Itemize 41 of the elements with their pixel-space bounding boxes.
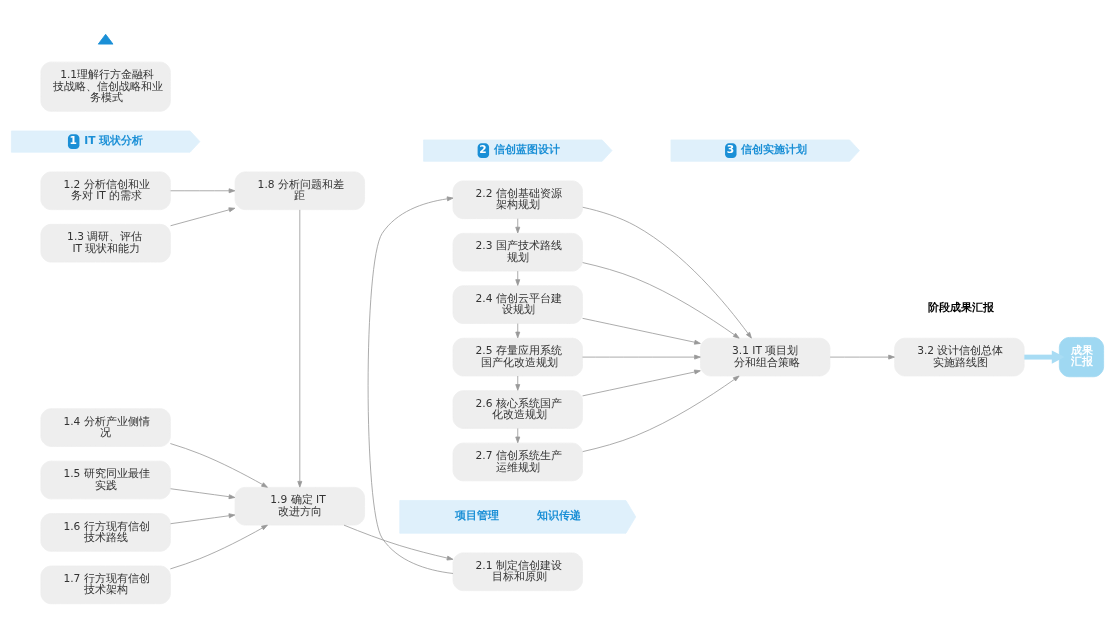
arrow bbox=[170, 513, 236, 525]
node-box: 2.4 信创云平台建设规划 bbox=[452, 285, 583, 324]
node-box: 2.7 信创系统生产运维规划 bbox=[452, 442, 583, 482]
arrow bbox=[343, 524, 454, 561]
node-box: 1.7 行方现有信创技术架构 bbox=[40, 565, 171, 605]
node-box: 2.1 制定信创建设目标和原则 bbox=[452, 552, 583, 591]
arrow bbox=[1024, 350, 1065, 364]
arrow bbox=[582, 369, 701, 397]
arrow bbox=[829, 354, 895, 360]
arrow bbox=[582, 206, 752, 339]
node-box: 1.8 分析问题和差距 bbox=[234, 171, 365, 211]
node-box: 2.6 核心系统国产化改造规划 bbox=[452, 390, 583, 429]
arrow bbox=[170, 488, 236, 500]
arrow bbox=[515, 323, 521, 339]
node-box: 1.2 分析信创和业务对 IT 的需求 bbox=[40, 171, 171, 211]
node-box: 2.3 国产技术路线规划 bbox=[452, 232, 583, 272]
node-box: 1.9 确定 IT 改进方向 bbox=[234, 486, 365, 526]
node-box: 1.4 分析产业侧情况 bbox=[40, 408, 171, 447]
legend-label: 阶段成果汇报 bbox=[927, 300, 994, 314]
arrow bbox=[169, 524, 268, 570]
node-box: 1.5 研究同业最佳实践 bbox=[40, 460, 171, 500]
node-box: 1.6 行方现有信创技术路线 bbox=[40, 513, 171, 552]
node-box: 3.1 IT 项目划分和组合策略 bbox=[700, 337, 831, 377]
arrow bbox=[582, 317, 701, 345]
node-box: 2.5 存量应用系统国产化改造规划 bbox=[452, 337, 583, 377]
arrow bbox=[515, 218, 521, 234]
arrow bbox=[582, 262, 740, 339]
arrow bbox=[170, 188, 236, 194]
arrow bbox=[170, 207, 236, 227]
node-box: 成果汇报 bbox=[1058, 337, 1104, 378]
arrow bbox=[515, 375, 521, 391]
arrow bbox=[169, 443, 268, 488]
arrow bbox=[515, 270, 521, 286]
arrow bbox=[582, 354, 701, 360]
arrow bbox=[367, 196, 454, 574]
node-box: 2.2 信创基础资源架构规划 bbox=[452, 180, 583, 220]
arrow bbox=[297, 209, 303, 488]
node-box: 3.2 设计信创总体实施路线图 bbox=[894, 337, 1025, 377]
arrow bbox=[582, 375, 740, 453]
arrow bbox=[515, 428, 521, 444]
node-box: 1.3 调研、评估 IT 现状和能力 bbox=[40, 223, 171, 263]
